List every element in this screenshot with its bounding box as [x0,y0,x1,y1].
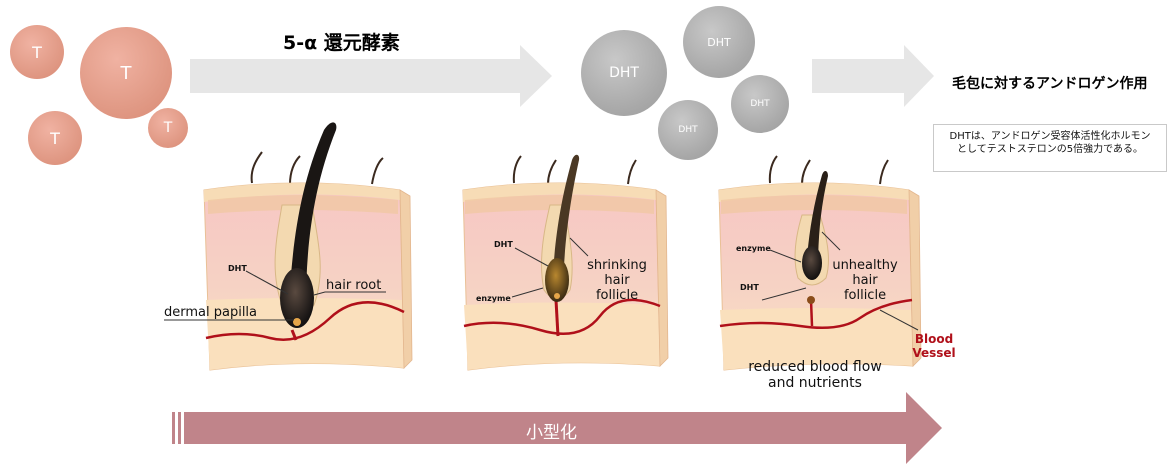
miniaturization-arrow [172,392,942,464]
miniaturization-label: 小型化 [526,423,577,443]
panel2-enzyme-label: enzyme [476,294,511,303]
reduced-flow-line2: and nutrients [768,375,862,391]
reduced-flow-line1: reduced blood flow [748,359,882,375]
testosterone-molecule: T [28,111,82,165]
panel3-enzyme-label: enzyme [736,244,771,253]
panel-shrinking-follicle: DHT enzyme shrinking hair follicle [462,154,669,371]
panel3-dht-label: DHT [740,283,759,292]
conversion-arrow [190,45,552,107]
testosterone-label: T [163,120,173,136]
panel3-follicle-line2: hair [852,273,878,288]
panel3-follicle-line3: follicle [844,288,886,303]
androgen-action-title: 毛包に対するアンドロゲン作用 [952,76,1148,92]
testosterone-label: T [50,128,60,148]
panel2-dht-label: DHT [494,240,513,249]
dht-molecule: DHT [658,100,718,160]
note-line-2: としてテストステロンの5倍強力である。 [957,144,1143,155]
panel1-hair-root-label: hair root [326,278,381,293]
panel1-dermal-papilla-label: dermal papilla [164,305,257,320]
panel2-follicle-line1: shrinking [587,258,647,273]
blood-vessel-label-line1: Blood [915,332,953,346]
panel3-follicle-line1: unhealthy [832,258,898,273]
note-line-1: DHTは、アンドロゲン受容体活性化ホルモン [949,131,1151,142]
testosterone-molecule: T [148,108,188,148]
dht-label: DHT [750,99,770,109]
testosterone-label: T [32,42,42,62]
testosterone-molecule: T [80,27,172,119]
panel2-follicle-line2: hair [604,273,630,288]
dht-label: DHT [609,65,639,81]
testosterone-molecule: T [10,25,64,79]
testosterone-label: T [120,62,132,84]
panel1-dht-label: DHT [228,264,247,273]
dht-molecule: DHT [683,6,755,78]
dht-note-box: DHTは、アンドロゲン受容体活性化ホルモン としてテストステロンの5倍強力である… [933,124,1167,172]
dht-molecule: DHT [731,75,789,133]
dht-label: DHT [707,35,731,49]
panel-unhealthy-follicle: enzyme DHT unhealthy hair follicle Blood… [718,155,956,391]
5-alpha-reductase-label: 5-α 還元酵素 [283,32,400,54]
dht-molecule: DHT [581,30,667,116]
blood-vessel-label-line2: Vessel [912,346,955,360]
action-arrow [812,45,934,107]
panel2-follicle-line3: follicle [596,288,638,303]
dht-label: DHT [678,125,698,135]
panel-healthy-follicle: DHT hair root dermal papilla [164,122,413,371]
